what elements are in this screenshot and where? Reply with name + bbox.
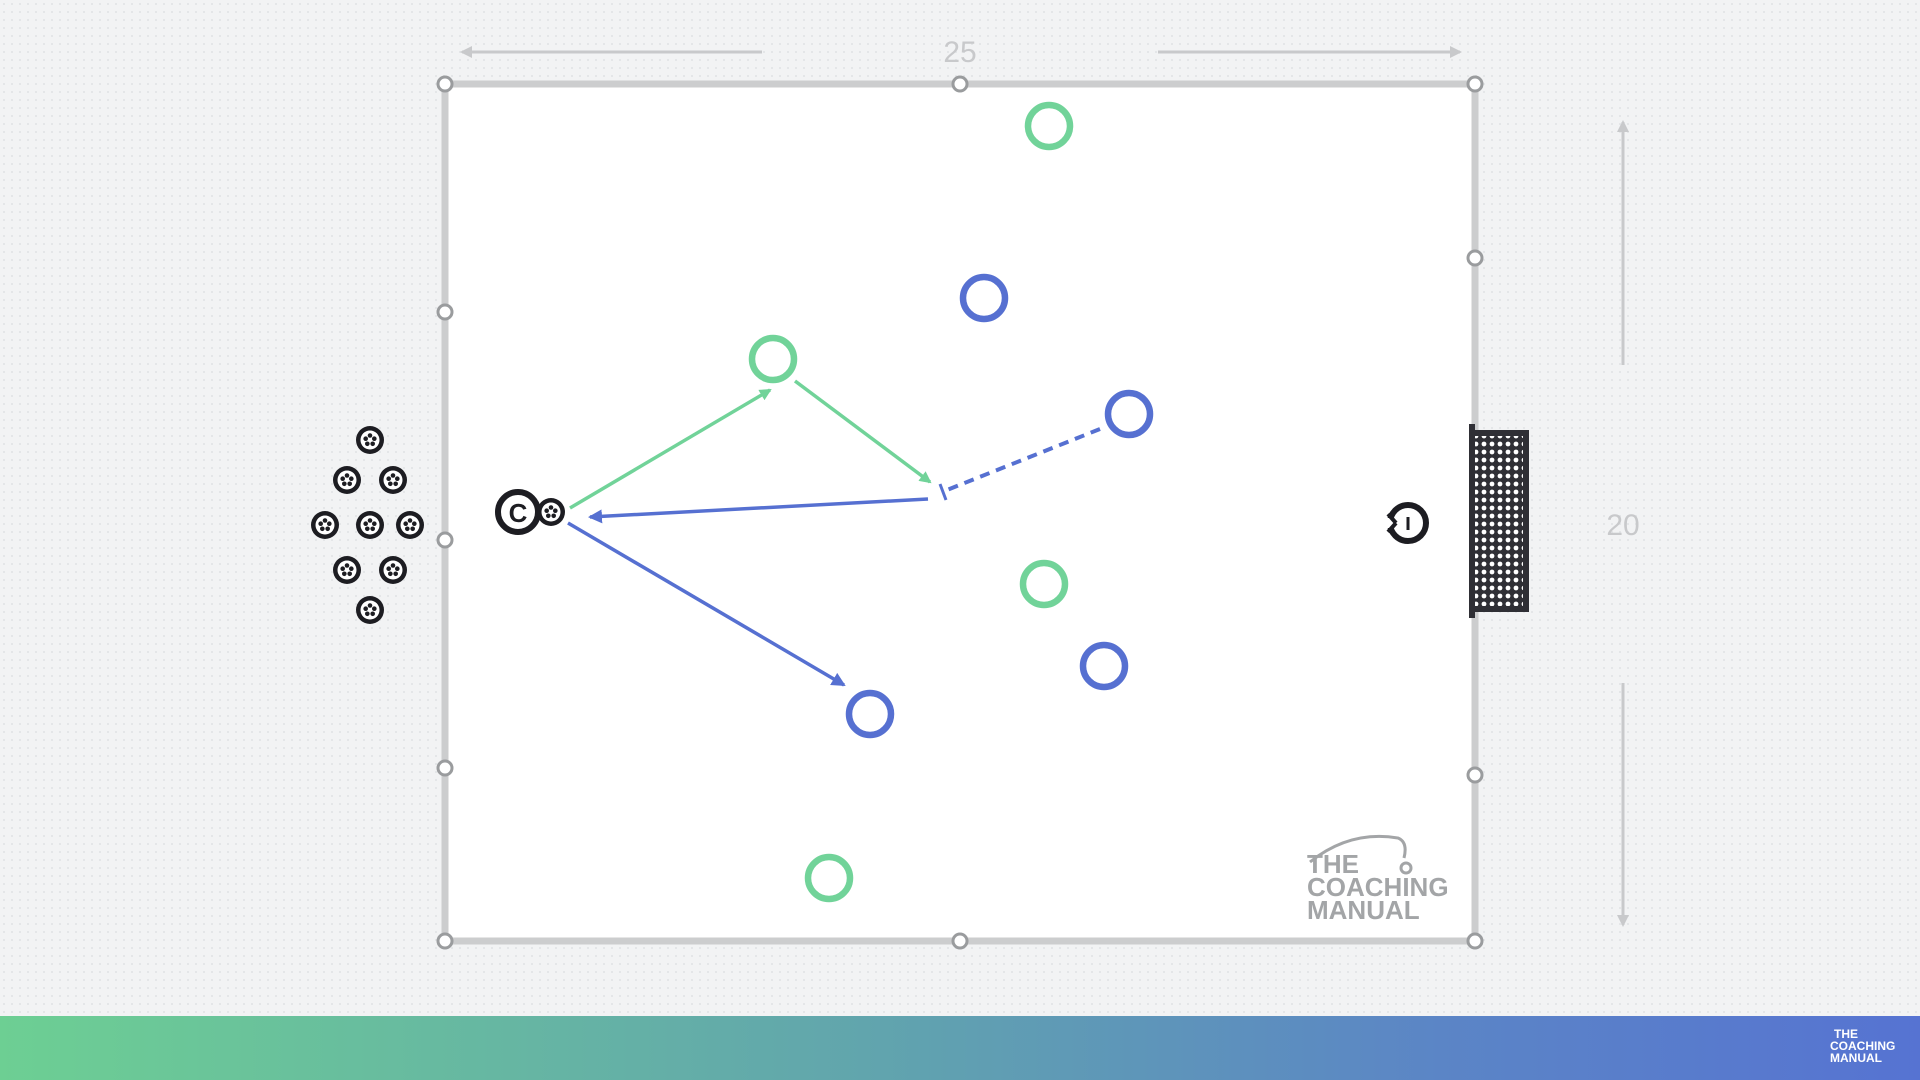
team-green <box>748 101 1074 903</box>
pitch-svg: 25 20 <box>311 36 1640 950</box>
cone-icon <box>1466 249 1484 267</box>
footer-logo-line1: THE <box>1834 1027 1858 1041</box>
player-ring-icon <box>1019 559 1069 609</box>
player-ring-icon <box>1079 641 1129 691</box>
footer-logo: THE COACHING MANUAL <box>1830 1028 1910 1064</box>
footer-logo-line2: COACHING <box>1830 1039 1896 1053</box>
cone-icon <box>436 531 454 549</box>
cone-icon <box>436 75 454 93</box>
team-blue <box>845 273 1154 739</box>
height-dimension: 20 <box>1606 120 1640 927</box>
ball-icon <box>311 511 339 539</box>
logo-ball-icon <box>1399 861 1413 875</box>
pass-blue-return <box>588 497 929 524</box>
cone-icon <box>436 932 454 950</box>
player-ring-icon <box>845 689 895 739</box>
cone-icon <box>436 303 454 321</box>
ball-icon <box>356 596 384 624</box>
height-label: 20 <box>1606 509 1639 542</box>
player-ring-icon <box>1104 389 1154 439</box>
player-ring-icon <box>748 334 798 384</box>
goal-icon <box>1469 424 1529 618</box>
ball-icon <box>379 556 407 584</box>
cone-icon <box>436 759 454 777</box>
passing-lines <box>567 379 1101 687</box>
pass-green-2 <box>793 379 932 484</box>
cone-icon <box>1466 766 1484 784</box>
pitch-area <box>445 84 1475 941</box>
cone-icon <box>1466 932 1484 950</box>
cone-icon <box>951 75 969 93</box>
press-run-dashed <box>941 427 1101 494</box>
width-label: 25 <box>943 36 976 69</box>
watermark-line1: THE <box>1307 849 1359 879</box>
cone-icon <box>951 932 969 950</box>
logo-arc-icon <box>1309 834 1407 864</box>
ball-icon <box>537 498 565 526</box>
ball-icon <box>379 466 407 494</box>
pass-green-1 <box>569 388 772 510</box>
ball-icon <box>333 466 361 494</box>
coach-icon: C <box>495 489 565 535</box>
ball-supply <box>311 426 424 624</box>
goalkeeper-icon <box>1384 502 1429 544</box>
ball-icon <box>356 426 384 454</box>
watermark-line3: MANUAL <box>1307 895 1420 925</box>
watermark-logo: THE COACHING MANUAL <box>1307 834 1449 925</box>
boundary-cones <box>436 75 1484 950</box>
ball-icon <box>333 556 361 584</box>
width-dimension: 25 <box>460 36 1462 69</box>
player-ring-icon <box>804 853 854 903</box>
pass-blue-long <box>567 521 846 687</box>
ball-icon <box>396 511 424 539</box>
cone-icon <box>1466 75 1484 93</box>
ball-icon <box>356 511 384 539</box>
footer-bar: THE COACHING MANUAL <box>0 1016 1920 1080</box>
player-ring-icon <box>1024 101 1074 151</box>
watermark-line2: COACHING <box>1307 872 1449 902</box>
press-stop-mark <box>938 483 948 501</box>
player-ring-icon <box>959 273 1009 323</box>
footer-logo-line3: MANUAL <box>1830 1051 1882 1065</box>
coach-label: C <box>509 498 528 528</box>
